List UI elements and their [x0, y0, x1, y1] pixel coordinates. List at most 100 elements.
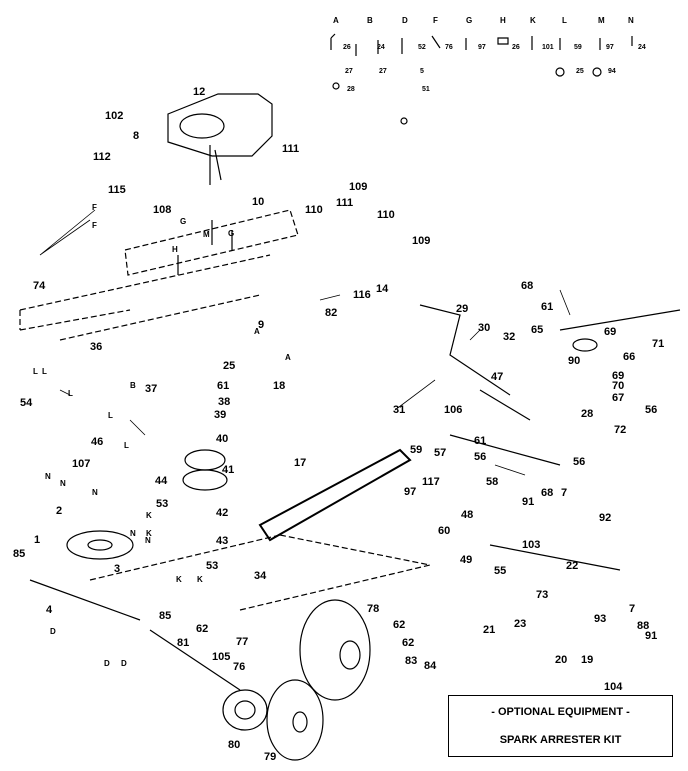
shafts: [29, 220, 681, 691]
legend-part: 25: [576, 68, 584, 75]
assembly-letter: L: [33, 367, 38, 376]
legend-letter-B: B: [367, 16, 373, 25]
callout-109: 109: [349, 181, 368, 193]
pulleys: [66, 338, 598, 560]
callout-47: 47: [491, 371, 504, 383]
leader-lines: [39, 209, 571, 476]
callout-22: 22: [566, 560, 579, 572]
callout-71: 71: [652, 338, 665, 350]
callout-80: 80: [228, 739, 241, 751]
callout-112: 112: [93, 151, 111, 163]
callout-43: 43: [216, 535, 229, 547]
callout-61: 61: [217, 380, 230, 392]
assembly-letter: M: [203, 230, 210, 239]
callout-44: 44: [155, 475, 168, 487]
legend-letter-H: H: [500, 16, 506, 25]
legend-part: 26: [343, 44, 351, 51]
callout-40: 40: [216, 433, 229, 445]
callout-48: 48: [461, 509, 474, 521]
callout-107: 107: [72, 458, 91, 470]
callout-105: 105: [212, 651, 231, 663]
callout-8: 8: [133, 130, 140, 142]
callout-106: 106: [444, 404, 463, 416]
assembly-letter: L: [108, 411, 113, 420]
callout-93: 93: [594, 613, 607, 625]
assembly-letter: N: [45, 472, 51, 481]
callout-85: 85: [159, 610, 172, 622]
legend-letter-F: F: [433, 16, 438, 25]
callout-59: 59: [410, 444, 423, 456]
callout-72: 72: [614, 424, 627, 436]
callout-109: 109: [412, 235, 431, 247]
callout-60: 60: [438, 525, 451, 537]
assembly-letter: F: [92, 221, 97, 230]
callout-3: 3: [114, 563, 121, 575]
callout-18: 18: [273, 380, 286, 392]
callout-58: 58: [486, 476, 499, 488]
assembly-letter: K: [197, 575, 203, 584]
engine-drawing: [167, 93, 273, 185]
callout-42: 42: [216, 507, 229, 519]
callout-36: 36: [90, 341, 103, 353]
callout-31: 31: [393, 404, 406, 416]
assembly-letter: N: [92, 488, 98, 497]
assembly-letter: D: [121, 659, 127, 668]
legend-letter-M: M: [598, 16, 605, 25]
callout-108: 108: [153, 204, 172, 216]
callout-69: 69: [604, 326, 617, 338]
callout-12: 12: [193, 86, 206, 98]
callout-20: 20: [555, 654, 568, 666]
callout-29: 29: [456, 303, 469, 315]
callout-111: 111: [282, 143, 300, 155]
callout-91: 91: [522, 496, 535, 508]
legend-part: 24: [377, 44, 385, 51]
assembly-letter: D: [104, 659, 110, 668]
callout-53: 53: [156, 498, 169, 510]
legend-letter-D: D: [402, 16, 408, 25]
callout-56: 56: [645, 404, 658, 416]
callout-4: 4: [46, 604, 53, 616]
callout-14: 14: [376, 283, 389, 295]
callout-1: 1: [34, 534, 41, 546]
callout-76: 76: [233, 661, 246, 673]
callout-85: 85: [13, 548, 26, 560]
callout-68: 68: [521, 280, 534, 292]
callout-103: 103: [522, 539, 541, 551]
callout-30: 30: [478, 322, 491, 334]
callout-97: 97: [404, 486, 417, 498]
legend-part: 5: [420, 68, 424, 75]
callout-67: 67: [612, 392, 625, 404]
callout-77: 77: [236, 636, 249, 648]
drive-belt: [258, 448, 412, 542]
callout-102: 102: [105, 110, 124, 122]
callout-116: 116: [353, 289, 371, 301]
assembly-letter: N: [145, 536, 151, 545]
callout-90: 90: [568, 355, 581, 367]
callout-7: 7: [629, 603, 636, 615]
legend-hardware: [330, 33, 633, 125]
callout-110: 110: [305, 204, 323, 216]
legend-part: 97: [606, 44, 614, 51]
callout-28: 28: [581, 408, 594, 420]
callout-66: 66: [623, 351, 636, 363]
callout-7: 7: [561, 487, 568, 499]
legend-part: 24: [638, 44, 646, 51]
notice-item: SPARK ARRESTER KIT: [499, 734, 622, 746]
callout-32: 32: [503, 331, 516, 343]
callout-117: 117: [422, 476, 440, 488]
legend-letter-G: G: [466, 16, 473, 25]
assembly-letter: N: [130, 529, 136, 538]
callout-17: 17: [294, 457, 307, 469]
callout-2: 2: [56, 505, 63, 517]
callout-88: 88: [637, 620, 650, 632]
callout-34: 34: [254, 570, 267, 582]
assembly-letter: G: [180, 217, 187, 226]
callout-37: 37: [145, 383, 158, 395]
legend-part: 28: [347, 86, 355, 93]
deck-frame: [19, 209, 431, 611]
callout-23: 23: [514, 618, 527, 630]
assembly-letter: K: [146, 511, 152, 520]
legend-letter-N: N: [628, 16, 634, 25]
assembly-letter: G: [228, 229, 235, 238]
callout-70: 70: [612, 380, 625, 392]
